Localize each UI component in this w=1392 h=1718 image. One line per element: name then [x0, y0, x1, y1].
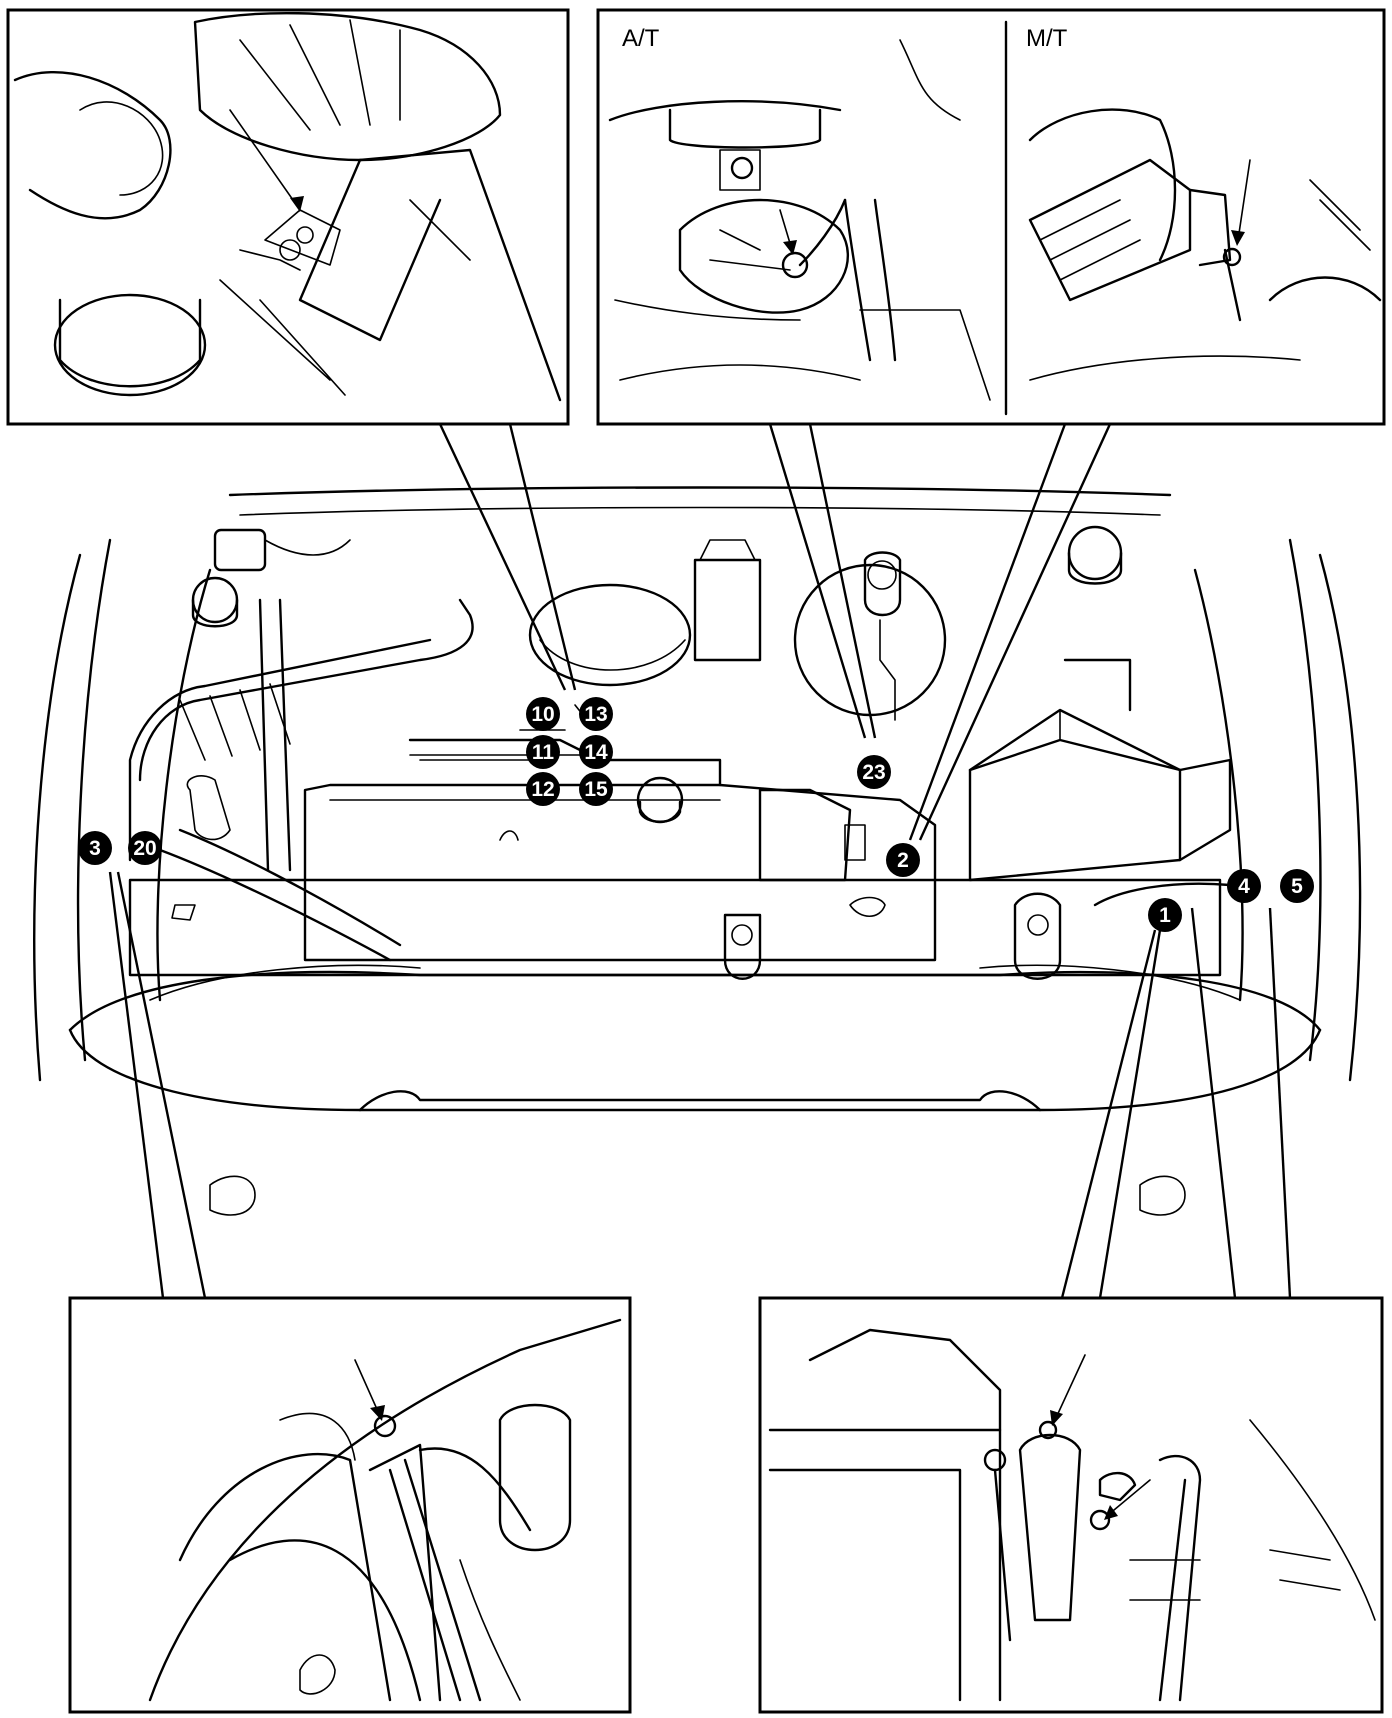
- ground-badge-20: 20: [128, 831, 162, 865]
- inset-top-left: [6, 8, 570, 426]
- ground-badge-label: 3: [89, 837, 101, 860]
- engine-bay-overview: [33, 486, 1362, 1216]
- inset-bottom-right-drawing: [768, 1328, 1376, 1702]
- ground-badge-label: 4: [1238, 875, 1250, 898]
- ground-badge-circle: [128, 831, 162, 865]
- label-at: A/T: [622, 25, 660, 52]
- ground-badge-10: 10: [526, 697, 560, 731]
- ground-badge-4: 4: [1227, 869, 1261, 903]
- inset-mt-drawing: [1028, 108, 1382, 381]
- ground-badge-circle: [886, 843, 920, 877]
- ground-badge-2: 2: [886, 843, 920, 877]
- ground-badge-15: 15: [579, 772, 613, 806]
- ground-badge-label: 10: [531, 703, 554, 726]
- inset-top-left-drawing: [13, 11, 562, 402]
- inset-bottom-right: [758, 1296, 1384, 1714]
- ground-badge-13: 13: [579, 697, 613, 731]
- ground-badge-label: 11: [532, 741, 555, 764]
- inset-at-drawing: [608, 39, 991, 401]
- ground-badge-label: 12: [531, 778, 554, 801]
- ground-badge-11: 11: [526, 735, 560, 769]
- ground-badge-circle: [526, 697, 560, 731]
- ground-badge-label: 15: [584, 778, 608, 801]
- ground-badge-label: 23: [862, 761, 885, 784]
- ground-badge-circle: [579, 772, 613, 806]
- inset-top-right: A/T M/T: [596, 8, 1386, 426]
- ground-badge-circle: [78, 831, 112, 865]
- ground-badge-label: 5: [1291, 875, 1303, 898]
- ground-badge-label: 20: [133, 837, 156, 860]
- ground-badge-label: 1: [1159, 904, 1171, 927]
- ground-badge-circle: [1227, 869, 1261, 903]
- ground-badge-circle: [1148, 898, 1182, 932]
- ground-badge-23: 23: [857, 755, 891, 789]
- ground-badge-circle: [579, 697, 613, 731]
- ground-badge-1: 1: [1148, 898, 1182, 932]
- inset-bottom-left-drawing: [148, 1318, 622, 1702]
- ground-badge-label: 13: [584, 703, 607, 726]
- ground-badge-3: 3: [78, 831, 112, 865]
- ground-badge-5: 5: [1280, 869, 1314, 903]
- ground-badge-circle: [526, 772, 560, 806]
- ground-badge-label: 2: [897, 849, 909, 872]
- ground-badge-14: 14: [579, 735, 613, 769]
- inset-bottom-left: [68, 1296, 632, 1714]
- ground-badge-circle: [857, 755, 891, 789]
- ground-badge-circle: [526, 735, 560, 769]
- callout-lines: [108, 423, 1292, 1299]
- ground-badge-circle: [1280, 869, 1314, 903]
- ground-badge-circle: [579, 735, 613, 769]
- ground-badge-label: 14: [584, 741, 608, 764]
- ground-badge-12: 12: [526, 772, 560, 806]
- label-mt: M/T: [1026, 25, 1068, 52]
